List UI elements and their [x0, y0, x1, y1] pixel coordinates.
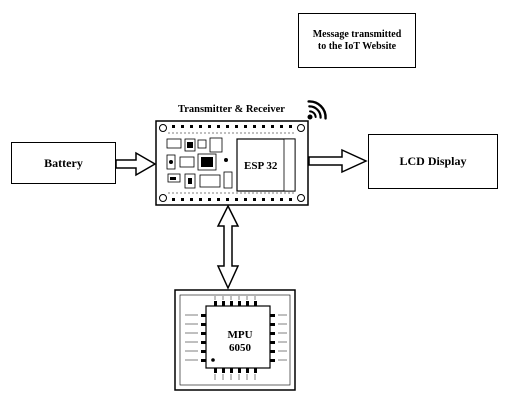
message-line-1: Message transmitted: [312, 28, 402, 40]
lcd-display-box: LCD Display: [368, 134, 498, 189]
mpu-label-line-1: MPU: [227, 329, 253, 341]
esp32-board: [155, 120, 309, 206]
esp32-label: ESP 32: [244, 160, 278, 172]
wifi-icon: [307, 100, 327, 120]
mpu6050-label: MPU 6050: [212, 329, 268, 355]
transceiver-label: Transmitter & Receiver: [178, 104, 285, 115]
battery-box: Battery: [11, 142, 116, 184]
battery-to-esp-arrow: [115, 151, 157, 177]
message-line-2: to the IoT Website: [317, 40, 397, 52]
mpu6050-module: [174, 289, 296, 391]
esp-to-lcd-arrow: [308, 148, 368, 174]
esp-mpu-bidirectional-arrow: [216, 204, 240, 290]
mpu-label-line-2: 6050: [229, 342, 251, 354]
message-box: Message transmitted to the IoT Website: [298, 13, 416, 68]
battery-label: Battery: [44, 155, 83, 170]
lcd-label: LCD Display: [399, 154, 467, 168]
